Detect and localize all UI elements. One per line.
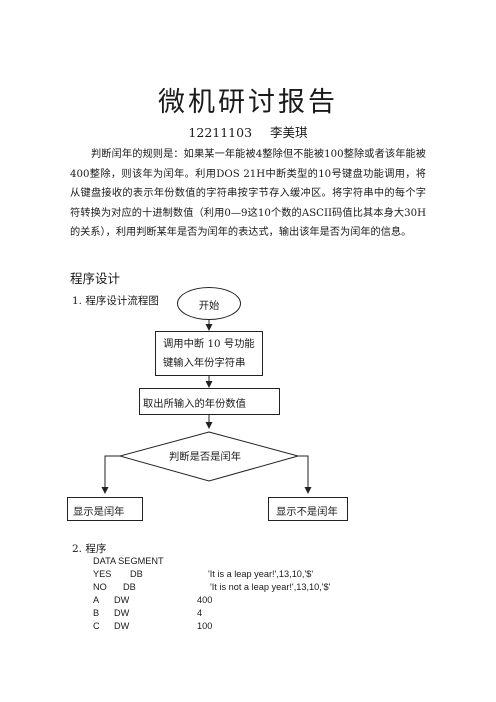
section-heading: 程序设计 xyxy=(70,271,121,286)
code-operand: 100 xyxy=(197,621,213,631)
code-label: B xyxy=(93,608,100,618)
subsection-program: 2. 程序 xyxy=(72,543,107,555)
code-label: YES xyxy=(93,569,112,579)
flowchart-step-extract-label: 取出所输入的年份数值 xyxy=(143,398,246,410)
author-line: 12211103 李美琪 xyxy=(0,122,496,141)
flowchart-step-input-line2: 键输入年份字符串 xyxy=(163,357,246,369)
intro-paragraph: 判断闰年的规则是：如果某一年能被4整除但不能被100整除或者该年能被400整除，… xyxy=(70,149,426,239)
author-name: 李美琪 xyxy=(270,125,308,140)
code-label: A xyxy=(93,595,100,605)
code-operand: 400 xyxy=(197,595,213,605)
flowchart-no-box: 显示不是闰年 xyxy=(268,497,348,521)
code-directive: DW xyxy=(114,621,130,631)
code-directive: DB xyxy=(130,569,143,579)
flowchart-decision-label: 判断是否是闰年 xyxy=(169,451,242,463)
arrow-decision-to-no xyxy=(298,455,312,494)
flowchart-yes-box: 显示是闰年 xyxy=(67,497,143,521)
flowchart-no-label: 显示不是闰年 xyxy=(276,506,338,518)
code-operand: 'It is a leap year!',13,10,'$' xyxy=(208,569,314,579)
flowchart-yes-label: 显示是闰年 xyxy=(73,506,125,518)
code-label: C xyxy=(93,621,100,631)
flowchart-start-label: 开始 xyxy=(198,300,220,312)
code-directive: DB xyxy=(123,582,136,592)
flowchart-start: 开始 xyxy=(177,287,241,320)
student-id: 12211103 xyxy=(188,125,253,140)
document-title: 微机研讨报告 xyxy=(158,87,338,118)
code-text: DATA SEGMENT xyxy=(93,556,164,566)
code-label: NO xyxy=(93,582,107,592)
arrow-decision-to-yes xyxy=(101,455,120,494)
code-directive: DW xyxy=(114,608,130,618)
code-operand: 4 xyxy=(197,608,203,618)
code-operand: 'It is not a leap year!',13,10,'$' xyxy=(210,582,331,592)
flowchart-step-extract: 取出所输入的年份数值 xyxy=(139,388,280,415)
flowchart-step-input: 调用中断 10 号功能 键输入年份字符串 xyxy=(155,331,263,376)
code-directive: DW xyxy=(114,595,130,605)
flowchart-step-input-line1: 调用中断 10 号功能 xyxy=(163,338,255,350)
subsection-flowchart: 1. 程序设计流程图 xyxy=(72,295,159,307)
